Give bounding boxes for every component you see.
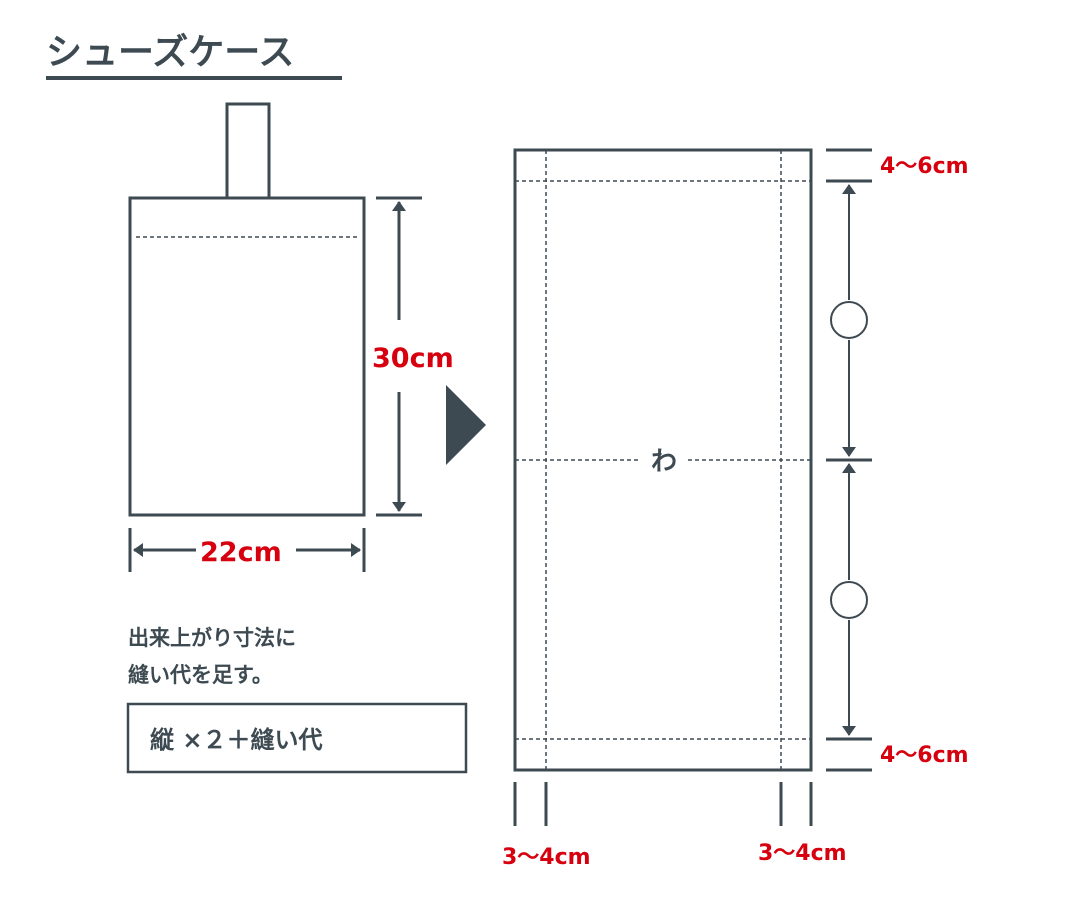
bottom-allowance-label: 4〜6cm — [880, 743, 969, 768]
formula: 縦 ×２＋縫い代 — [150, 726, 322, 754]
title: シューズケース — [46, 31, 294, 73]
bag-body — [128, 196, 366, 517]
right-dimension-ticks — [826, 148, 872, 772]
formula-box — [126, 702, 468, 774]
note-line1: 出来上がり寸法に — [128, 626, 296, 650]
fold-label: わ — [651, 447, 677, 477]
equal-mark-lower — [830, 581, 868, 619]
left-allowance-label: 3〜4cm — [502, 845, 591, 870]
seam-lines — [515, 150, 811, 770]
right-dimension-arrows — [830, 184, 868, 736]
bottom-dimension-ticks — [513, 782, 813, 826]
top-allowance-label: 4〜6cm — [880, 154, 969, 179]
equal-mark-upper — [830, 301, 868, 339]
note-line2: 縫い代を足す。 — [128, 663, 273, 687]
width-label: 22cm — [200, 537, 282, 568]
bag-handle — [225, 102, 271, 200]
arrow-right-icon — [446, 385, 486, 465]
height-label: 30cm — [372, 343, 454, 374]
right-allowance-label: 3〜4cm — [758, 841, 847, 866]
